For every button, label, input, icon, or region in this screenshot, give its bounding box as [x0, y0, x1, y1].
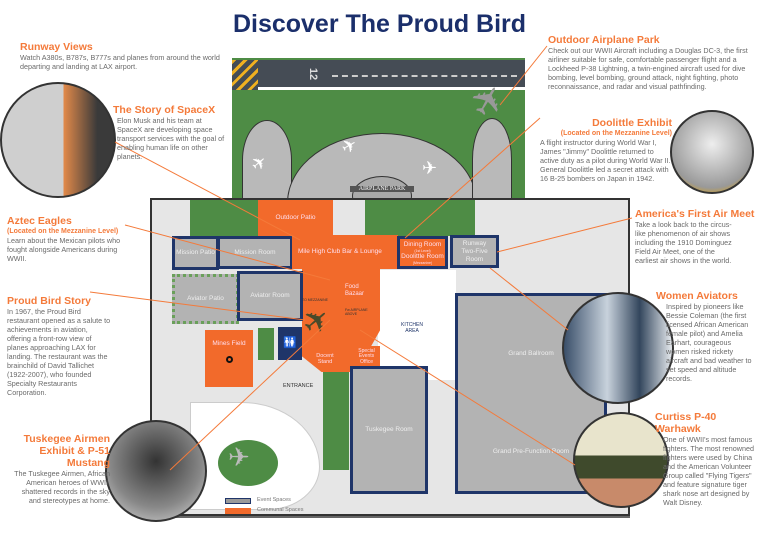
callout-title: Tuskegee Airmen Exhibit & P-51 Mustang	[23, 433, 110, 469]
mission-patio[interactable]: Mission Patio	[172, 236, 219, 270]
lawn	[190, 200, 260, 238]
restroom-icon: 🚻	[278, 327, 302, 360]
callout-subtitle: (Located on the Mezzanine Level)	[7, 228, 119, 235]
lawn	[365, 200, 475, 236]
doolittle-room-label: Doolittle Room	[401, 252, 444, 260]
callout-text: The Tuskegee Airmen, African American he…	[14, 469, 110, 505]
doolittle-photo	[670, 110, 754, 194]
legend-event-swatch	[225, 498, 251, 504]
callout-title: Outdoor Airplane Park	[548, 34, 660, 46]
aviator-patio[interactable]: Aviator Patio	[172, 274, 239, 324]
mines-field-marker-icon	[225, 356, 233, 363]
dining-room-sub: (1st Level)	[414, 248, 431, 253]
callout-women-aviators: Women Aviators Inspired by pioneers like…	[656, 290, 756, 383]
runway-two-five-room[interactable]: Runway Two-Five Room	[450, 235, 499, 268]
lawn	[323, 372, 349, 470]
legend-event-label: Event Spaces	[257, 497, 291, 503]
airplane-park-label: AIRPLANE PARK	[350, 186, 414, 192]
callout-first-air-meet: America's First Air Meet Take a look bac…	[635, 208, 757, 265]
mission-room[interactable]: Mission Room	[217, 236, 293, 269]
callout-text: Inspired by pioneers like Bessie Coleman…	[666, 302, 752, 383]
tuskegee-room[interactable]: Tuskegee Room	[350, 366, 428, 494]
callout-text: In 1967, the Proud Bird restaurant opene…	[7, 307, 111, 397]
callout-proud-bird-story: Proud Bird Story In 1967, the Proud Bird…	[7, 295, 112, 397]
page-title: Discover The Proud Bird	[232, 10, 527, 38]
mile-high-club-bar[interactable]: Mile High Club Bar & Lounge	[292, 235, 398, 269]
callout-title: The Story of SpaceX	[113, 104, 216, 116]
footer-rule	[150, 516, 630, 518]
callout-title: Women Aviators	[656, 290, 738, 302]
runway-chevrons	[232, 60, 258, 90]
runway-centerline	[332, 75, 517, 77]
callout-spacex: The Story of SpaceX Elon Musk and his te…	[113, 104, 228, 161]
runway-number: 12	[307, 67, 320, 81]
callout-title: Aztec Eagles	[7, 215, 72, 227]
callout-text: Learn about the Mexican pilots who fough…	[7, 236, 121, 263]
pad-right	[472, 118, 512, 200]
callout-text: Check out our WWII Aircraft including a …	[548, 46, 748, 91]
lawn	[258, 328, 274, 360]
legend-communal-swatch	[225, 508, 251, 514]
callout-title: Proud Bird Story	[7, 295, 92, 307]
plane-above-label: Fw AIRPLANE ABOVE	[345, 308, 368, 316]
kitchen-area-label: KITCHEN AREA	[401, 322, 423, 334]
callout-text: Take a look back to the circus-like phen…	[635, 220, 732, 265]
callout-outdoor-airplane-park: Outdoor Airplane Park Check out our WWII…	[548, 34, 748, 91]
mines-field-label: Mines Field	[212, 340, 246, 347]
callout-title: Doolittle Exhibit	[592, 117, 672, 129]
entrance-label: ENTRANCE	[283, 383, 314, 389]
p51-mustang-icon: ✈	[228, 442, 250, 472]
airplane-park-area: 12 AIRPLANE PARK ✈ ✈ ✈ ✈	[232, 58, 525, 273]
dining-room-label: Dining Room	[403, 240, 442, 248]
callout-title: Runway Views	[20, 41, 93, 53]
callout-aztec-eagles: Aztec Eagles (Located on the Mezzanine L…	[7, 215, 132, 263]
special-events-office[interactable]: Special Events Office	[353, 346, 380, 368]
spacex-photo	[0, 82, 116, 198]
dining-room[interactable]: Dining Room (1st Level) Doolittle Room (…	[397, 236, 448, 269]
outdoor-patio[interactable]: Outdoor Patio	[258, 200, 333, 236]
food-bazaar-label: Food Bazaar	[345, 284, 365, 297]
callout-curtiss-p40: Curtiss P-40 Warhawk One of WWII's most …	[655, 411, 759, 507]
callout-text: Watch A380s, B787s, B777s and planes fro…	[20, 53, 220, 71]
callout-subtitle: (Located on the Mezzanine Level)	[560, 130, 672, 137]
callout-doolittle-exhibit: Doolittle Exhibit (Located on the Mezzan…	[540, 117, 672, 183]
doolittle-room-sub: (Mezzanine)	[412, 260, 433, 265]
plane-icon: ✈	[422, 158, 438, 178]
aviator-room[interactable]: Aviator Room	[237, 271, 303, 321]
tuskegee-airmen-photo	[105, 420, 207, 522]
to-mezzanine-label: TO MEZZANINE	[302, 298, 328, 302]
callout-title: Curtiss P-40 Warhawk	[655, 411, 717, 435]
docent-stand: Docent Stand	[316, 353, 334, 365]
callout-runway-views: Runway Views Watch A380s, B787s, B777s a…	[20, 41, 240, 71]
callout-text: One of WWII's most famous fighters. The …	[663, 435, 754, 507]
callout-title: America's First Air Meet	[635, 208, 755, 220]
callout-text: Elon Musk and his team at SpaceX are dev…	[117, 116, 225, 161]
callout-text: A flight instructor during World War I, …	[540, 138, 671, 183]
mines-field[interactable]: Mines Field	[205, 330, 253, 387]
callout-tuskegee-airmen: Tuskegee Airmen Exhibit & P-51 Mustang T…	[10, 433, 110, 505]
legend-communal-label: Communal Spaces	[257, 507, 304, 513]
